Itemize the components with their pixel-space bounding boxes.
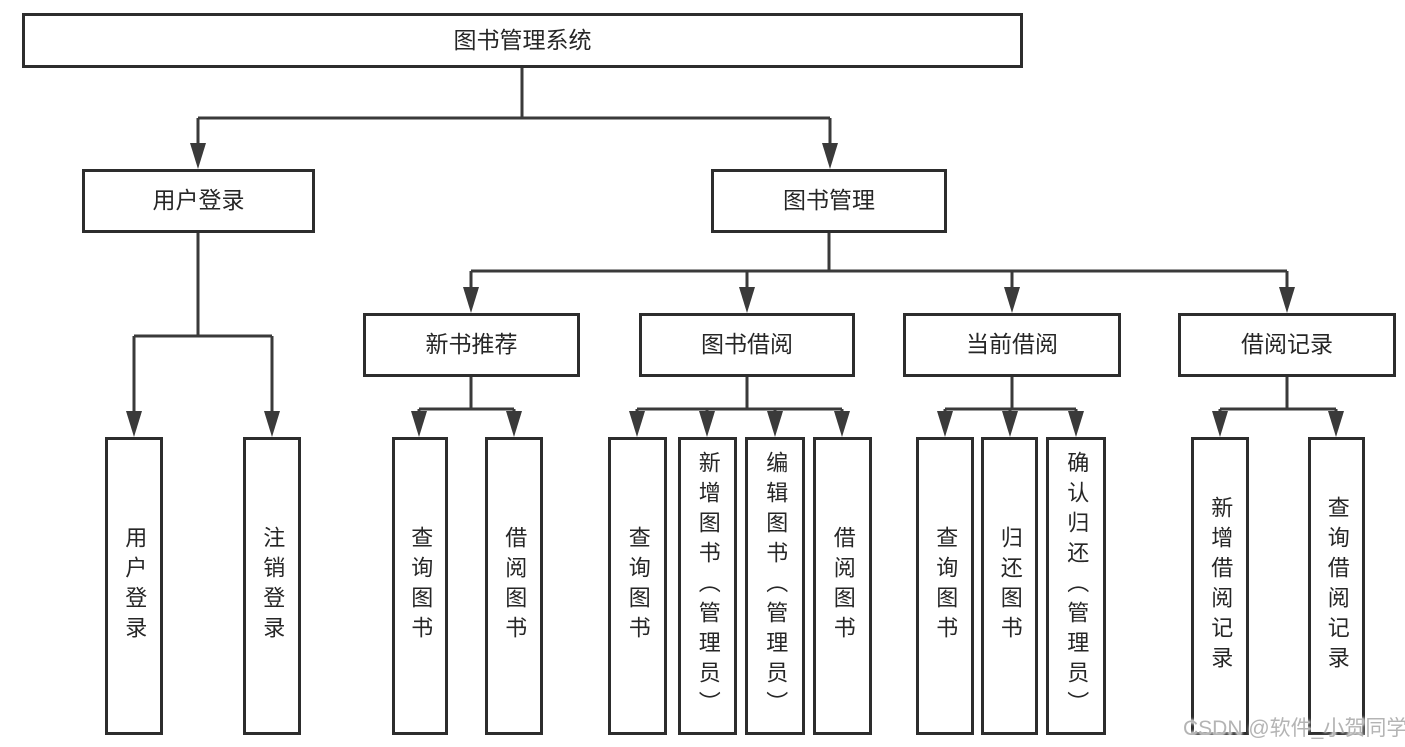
node-borrowing-records: 借阅记录 <box>1178 313 1396 377</box>
connector-bookmgmt-to-level3 <box>469 233 1289 288</box>
node-book-management-label: 图书管理 <box>783 187 875 214</box>
arrowhead-down-icon <box>699 411 715 437</box>
leaf-user-login-label: 用户登录 <box>122 526 148 646</box>
node-library-system: 图书管理系统 <box>22 13 1023 68</box>
leaf-recommend-borrow-books: 借阅图书 <box>485 437 543 735</box>
leaf-recommend-borrow-books-label: 借阅图书 <box>502 526 528 646</box>
arrowhead-down-icon <box>1068 411 1084 437</box>
leaf-edit-books-admin-label: 编辑图书（管理员） <box>763 451 789 721</box>
leaf-add-books-admin-label: 新增图书（管理员） <box>695 451 721 721</box>
connector-newbookrec-to-leaves <box>417 377 516 413</box>
arrowhead-down-icon <box>822 143 838 169</box>
leaf-borrow-books-label: 借阅图书 <box>830 526 856 646</box>
leaf-confirm-return-admin: 确认归还（管理员） <box>1046 437 1106 735</box>
connector-root-to-level2 <box>196 68 832 144</box>
node-user-login-label: 用户登录 <box>152 187 245 214</box>
arrowhead-down-icon <box>411 411 427 437</box>
leaf-borrow-books: 借阅图书 <box>813 437 872 735</box>
arrowhead-down-icon <box>264 411 280 437</box>
node-library-system-label: 图书管理系统 <box>453 26 592 53</box>
node-book-management: 图书管理 <box>711 169 947 233</box>
arrowhead-down-icon <box>1004 287 1020 313</box>
leaf-add-borrow-record: 新增借阅记录 <box>1191 437 1249 735</box>
arrowhead-down-icon <box>767 411 783 437</box>
arrowhead-down-icon <box>190 143 206 169</box>
arrowhead-down-icon <box>506 411 522 437</box>
leaf-borrowing-query-books-label: 查询图书 <box>625 526 651 646</box>
node-new-book-recommend-label: 新书推荐 <box>425 331 518 358</box>
leaf-logout-label: 注销登录 <box>260 526 286 646</box>
arrowhead-down-icon <box>1212 411 1228 437</box>
leaf-query-borrow-record: 查询借阅记录 <box>1308 437 1365 735</box>
connector-userlogin-to-leaves <box>132 233 274 412</box>
leaf-current-query-books-label: 查询图书 <box>933 526 959 646</box>
node-current-borrowing-label: 当前借阅 <box>966 331 1058 358</box>
leaf-confirm-return-admin-label: 确认归还（管理员） <box>1064 451 1090 721</box>
leaf-query-borrow-record-label: 查询借阅记录 <box>1324 496 1350 676</box>
node-book-borrowing-label: 图书借阅 <box>701 331 793 358</box>
leaf-return-books-label: 归还图书 <box>997 526 1023 646</box>
arrowhead-down-icon <box>1328 411 1344 437</box>
csdn-watermark: CSDN @软件_小贺同学 <box>1183 717 1405 740</box>
leaf-recommend-query-books: 查询图书 <box>392 437 448 735</box>
leaf-current-query-books: 查询图书 <box>916 437 974 735</box>
arrowhead-down-icon <box>463 287 479 313</box>
leaf-edit-books-admin: 编辑图书（管理员） <box>745 437 805 735</box>
arrowhead-down-icon <box>126 411 142 437</box>
arrowhead-down-icon <box>937 411 953 437</box>
leaf-recommend-query-books-label: 查询图书 <box>408 526 434 646</box>
node-new-book-recommend: 新书推荐 <box>363 313 580 377</box>
node-current-borrowing: 当前借阅 <box>903 313 1121 377</box>
leaf-return-books: 归还图书 <box>981 437 1038 735</box>
node-user-login: 用户登录 <box>82 169 315 233</box>
connector-borrowrecords-to-leaves <box>1218 377 1338 413</box>
arrowhead-down-icon <box>629 411 645 437</box>
leaf-borrowing-query-books: 查询图书 <box>608 437 667 735</box>
arrowhead-down-icon <box>1279 287 1295 313</box>
connector-bookborrow-to-leaves <box>635 377 844 413</box>
node-book-borrowing: 图书借阅 <box>639 313 855 377</box>
leaf-add-books-admin: 新增图书（管理员） <box>678 437 737 735</box>
leaf-user-login: 用户登录 <box>105 437 163 735</box>
arrowhead-down-icon <box>739 287 755 313</box>
leaf-add-borrow-record-label: 新增借阅记录 <box>1208 496 1234 676</box>
node-borrowing-records-label: 借阅记录 <box>1241 331 1333 358</box>
connector-currentborrow-to-leaves <box>943 377 1078 413</box>
arrowhead-down-icon <box>834 411 850 437</box>
arrowhead-down-icon <box>1002 411 1018 437</box>
leaf-logout: 注销登录 <box>243 437 301 735</box>
